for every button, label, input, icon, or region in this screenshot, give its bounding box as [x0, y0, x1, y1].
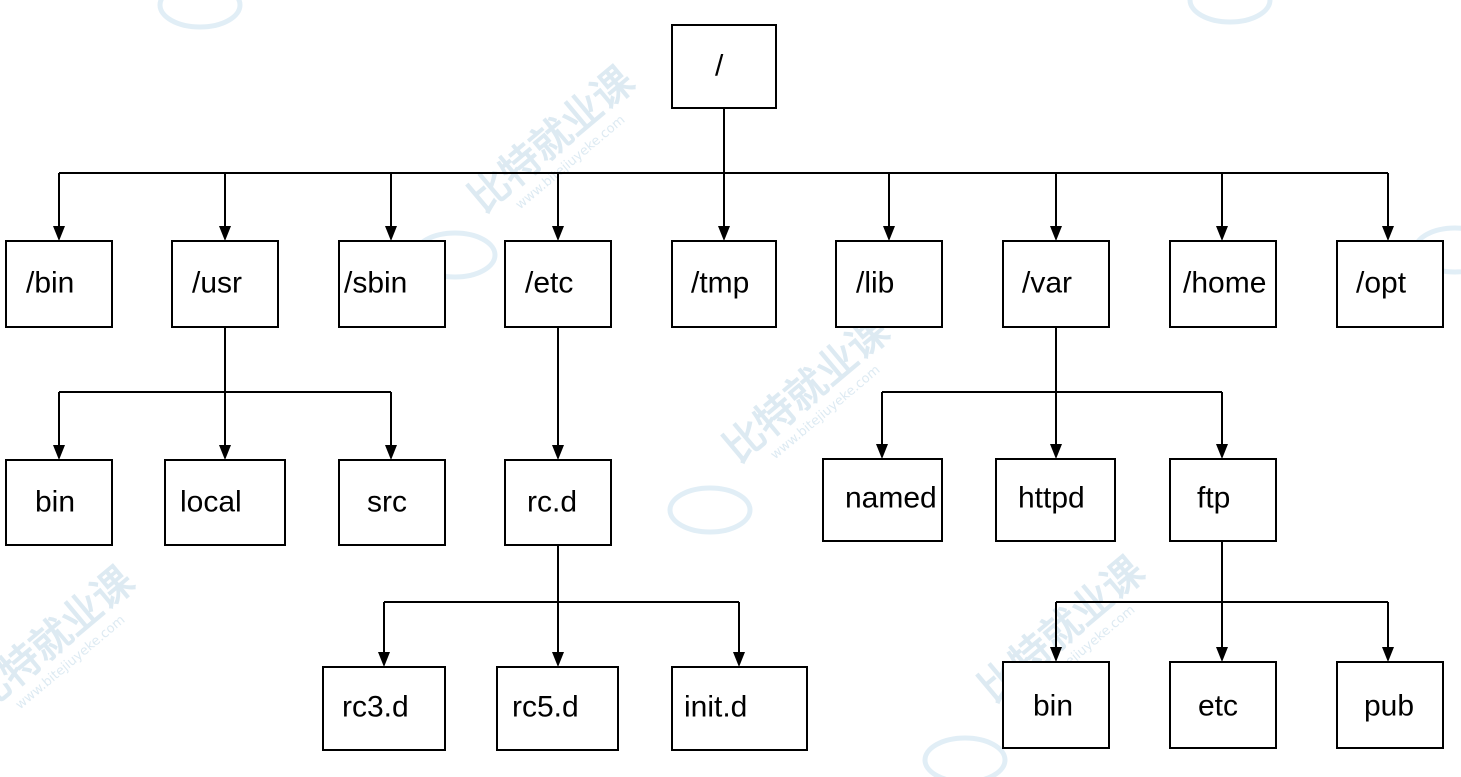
arrowhead-13	[552, 445, 564, 460]
node-label-etc: /etc	[525, 267, 573, 300]
arrowhead-5	[718, 226, 730, 241]
node-label-opt: /opt	[1356, 267, 1407, 300]
node-label-home: /home	[1183, 267, 1266, 300]
node-label-ftp-pub: pub	[1364, 690, 1414, 723]
node-ftp-pub: pub	[1336, 661, 1444, 749]
node-label-tmp: /tmp	[691, 267, 749, 300]
arrowhead-12	[385, 445, 397, 460]
node-label-root: /	[715, 50, 724, 83]
node-opt: /opt	[1336, 240, 1444, 328]
arrowhead-17	[378, 652, 390, 667]
node-label-usr-local: local	[180, 486, 242, 519]
node-home: /home	[1169, 240, 1277, 328]
arrowhead-18	[552, 652, 564, 667]
node-sbin: /sbin	[338, 240, 446, 328]
node-usr-local: local	[164, 459, 286, 546]
watermark-logo-icon-4	[1187, 0, 1273, 25]
watermark-logo-icon-5	[922, 735, 1008, 777]
node-rc5d: rc5.d	[496, 666, 619, 751]
connector-lines	[53, 108, 1394, 667]
node-var-named: named	[822, 458, 943, 542]
watermark-logo-icon-1	[157, 0, 243, 30]
node-label-initd: init.d	[684, 691, 747, 724]
arrowhead-22	[1382, 647, 1394, 662]
watermark-logo-icon-3	[667, 485, 753, 535]
arrowhead-16	[1216, 444, 1228, 459]
node-rc3d: rc3.d	[322, 666, 446, 751]
arrowhead-9	[1382, 226, 1394, 241]
node-label-ftp-bin: bin	[1033, 690, 1073, 723]
node-label-sbin: /sbin	[344, 267, 407, 300]
arrowhead-1	[53, 226, 65, 241]
node-label-etc-rcd: rc.d	[527, 486, 577, 519]
node-etc-rcd: rc.d	[504, 459, 612, 546]
node-ftp-etc: etc	[1169, 661, 1277, 749]
node-var-httpd: httpd	[995, 458, 1116, 542]
arrowhead-8	[1216, 226, 1228, 241]
node-tmp: /tmp	[671, 240, 777, 328]
arrowhead-10	[53, 445, 65, 460]
node-label-lib: /lib	[856, 267, 894, 300]
arrowhead-19	[733, 652, 745, 667]
watermark-brand-text: 比特就业课	[460, 58, 644, 222]
arrowhead-2	[219, 226, 231, 241]
node-label-var: /var	[1022, 267, 1072, 300]
node-label-var-named: named	[845, 482, 937, 515]
node-var: /var	[1002, 240, 1110, 328]
node-label-rc5d: rc5.d	[512, 691, 579, 724]
arrowhead-11	[219, 445, 231, 460]
node-label-rc3d: rc3.d	[342, 691, 409, 724]
arrowhead-3	[385, 226, 397, 241]
node-label-bin: /bin	[26, 267, 74, 300]
arrowhead-21	[1216, 647, 1228, 662]
node-label-usr: /usr	[192, 267, 242, 300]
node-usr: /usr	[171, 240, 279, 328]
node-label-ftp-etc: etc	[1198, 690, 1238, 723]
node-label-var-httpd: httpd	[1018, 482, 1085, 515]
node-initd: init.d	[671, 666, 808, 751]
node-label-usr-src: src	[367, 486, 407, 519]
node-bin: /bin	[5, 240, 113, 328]
arrowhead-6	[883, 226, 895, 241]
arrowhead-14	[876, 444, 888, 459]
directory-nodes: / /bin /usr /sbin /etc /tmp /lib	[5, 24, 1444, 751]
arrowhead-7	[1050, 226, 1062, 241]
node-var-ftp: ftp	[1169, 458, 1277, 542]
node-usr-bin: bin	[5, 459, 113, 546]
arrowhead-20	[1050, 647, 1062, 662]
node-label-var-ftp: ftp	[1197, 482, 1230, 515]
arrowhead-4	[552, 226, 564, 241]
watermark-brand-text: 比特就业课	[715, 308, 899, 472]
node-usr-src: src	[338, 459, 446, 546]
arrowhead-15	[1050, 444, 1062, 459]
node-label-usr-bin: bin	[35, 486, 75, 519]
node-root: /	[671, 24, 777, 109]
node-lib: /lib	[835, 240, 943, 328]
node-ftp-bin: bin	[1002, 661, 1110, 749]
node-etc: /etc	[504, 240, 612, 328]
